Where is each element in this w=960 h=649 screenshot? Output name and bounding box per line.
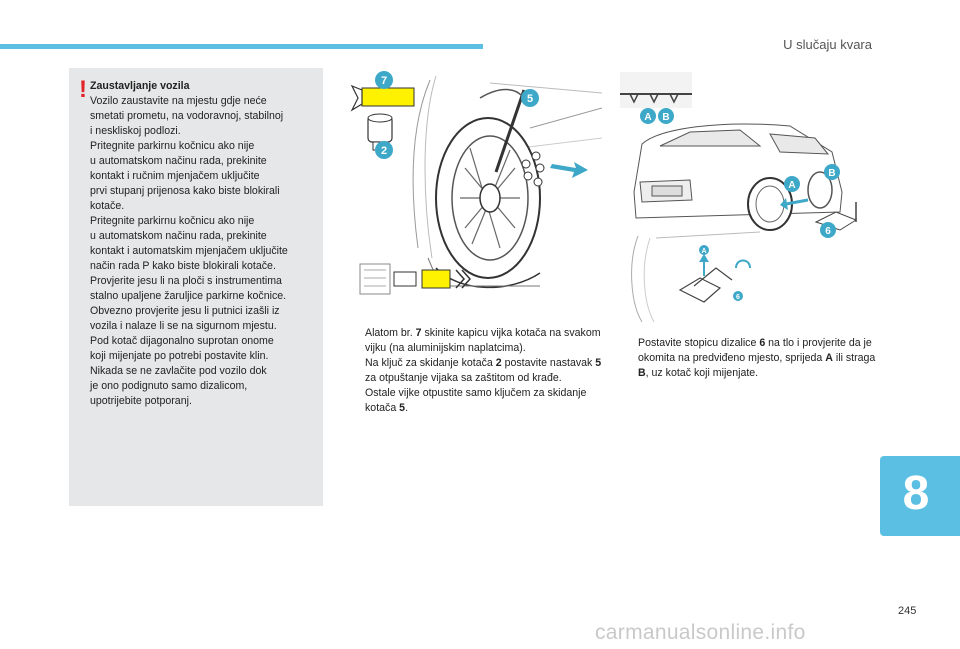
warning-line: Pritegnite parkirnu kočnicu ako nije	[90, 140, 255, 152]
callout-B-car: B	[828, 168, 835, 179]
warning-line: upotrijebite potporanj.	[90, 395, 192, 407]
warning-line: i neskliskoj podlozi.	[90, 125, 181, 137]
step-item: Postavite stopicu dizalice 6 na tlo i pr…	[638, 337, 876, 379]
step-item: Ostale vijke otpustite samo ključem za s…	[365, 387, 587, 414]
watermark: carmanualsonline.info	[595, 621, 806, 644]
warning-line: Obvezno provjerite jesu li putnici izašl…	[90, 305, 280, 317]
callout-A-top: A	[644, 112, 651, 123]
warning-line: u automatskom načinu rada, prekinite	[90, 155, 267, 167]
warning-text: Zaustavljanje vozila Vozilo zaustavite n…	[90, 79, 320, 409]
steps-middle: Alatom br. 7 skinite kapicu vijka kotača…	[343, 326, 605, 416]
warning-line: kontakt i ručnim mjenjačem uključite	[90, 170, 260, 182]
exclamation-icon: !	[79, 76, 87, 103]
warning-line: Provjerite jesu li na ploči s instrument…	[90, 275, 282, 287]
callout-6-detail: 6	[736, 294, 740, 301]
callout-B-top: B	[662, 112, 669, 123]
step-item: Na ključ za skidanje kotača 2 postavite …	[365, 357, 602, 384]
jack-position-illustration: A B A B 6 A 6	[620, 72, 858, 323]
warning-line: u automatskom načinu rada, prekinite	[90, 230, 267, 242]
warning-line: koji mijenjate po potrebi postavite klin…	[90, 350, 269, 362]
warning-line: Pritegnite parkirnu kočnicu ako nije	[90, 215, 255, 227]
page-number: 245	[898, 605, 917, 617]
warning-line: Pod kotač dijagonalno suprotan onome	[90, 335, 274, 347]
warning-line: kontakt i automatskim mjenjačem uključit…	[90, 245, 288, 257]
callout-5: 5	[527, 93, 533, 105]
warning-box: ! Zaustavljanje vozila Vozilo zaustavite…	[69, 68, 323, 506]
step-item: Alatom br. 7 skinite kapicu vijka kotača…	[365, 327, 601, 354]
warning-line: Vozilo zaustavite na mjestu gdje neće	[90, 95, 267, 107]
warning-line: je ono podignuto samo dizalicom,	[90, 380, 248, 392]
page-header-title: U slučaju kvara	[783, 37, 872, 52]
callout-A-detail: A	[701, 248, 706, 255]
warning-line: stalno upaljene žaruljice parkirne kočni…	[90, 290, 287, 302]
warning-line: Nikada se ne zavlačite pod vozilo dok	[90, 365, 267, 377]
steps-right: Postavite stopicu dizalice 6 na tlo i pr…	[616, 336, 878, 381]
warning-title: Zaustavljanje vozila	[90, 80, 190, 92]
chapter-number: 8	[902, 467, 930, 520]
warning-line: prvi stupanj prijenosa kako biste blokir…	[90, 185, 280, 197]
callout-7: 7	[381, 75, 387, 87]
header-accent-bar	[0, 44, 483, 49]
warning-line: smetati prometu, na vodoravnoj, stabilno…	[90, 110, 284, 122]
wheel-bolt-illustration: 7 5 2	[350, 71, 602, 295]
callout-A-car: A	[788, 180, 795, 191]
warning-line: način rada P kako biste blokirali kotače…	[90, 260, 276, 272]
callout-6-car: 6	[825, 226, 831, 237]
warning-line: kotače.	[90, 200, 125, 212]
warning-line: vozila i nalaze li se na sigurnom mjestu…	[90, 320, 277, 332]
callout-2: 2	[381, 145, 387, 157]
chapter-tab: 8	[880, 456, 960, 536]
